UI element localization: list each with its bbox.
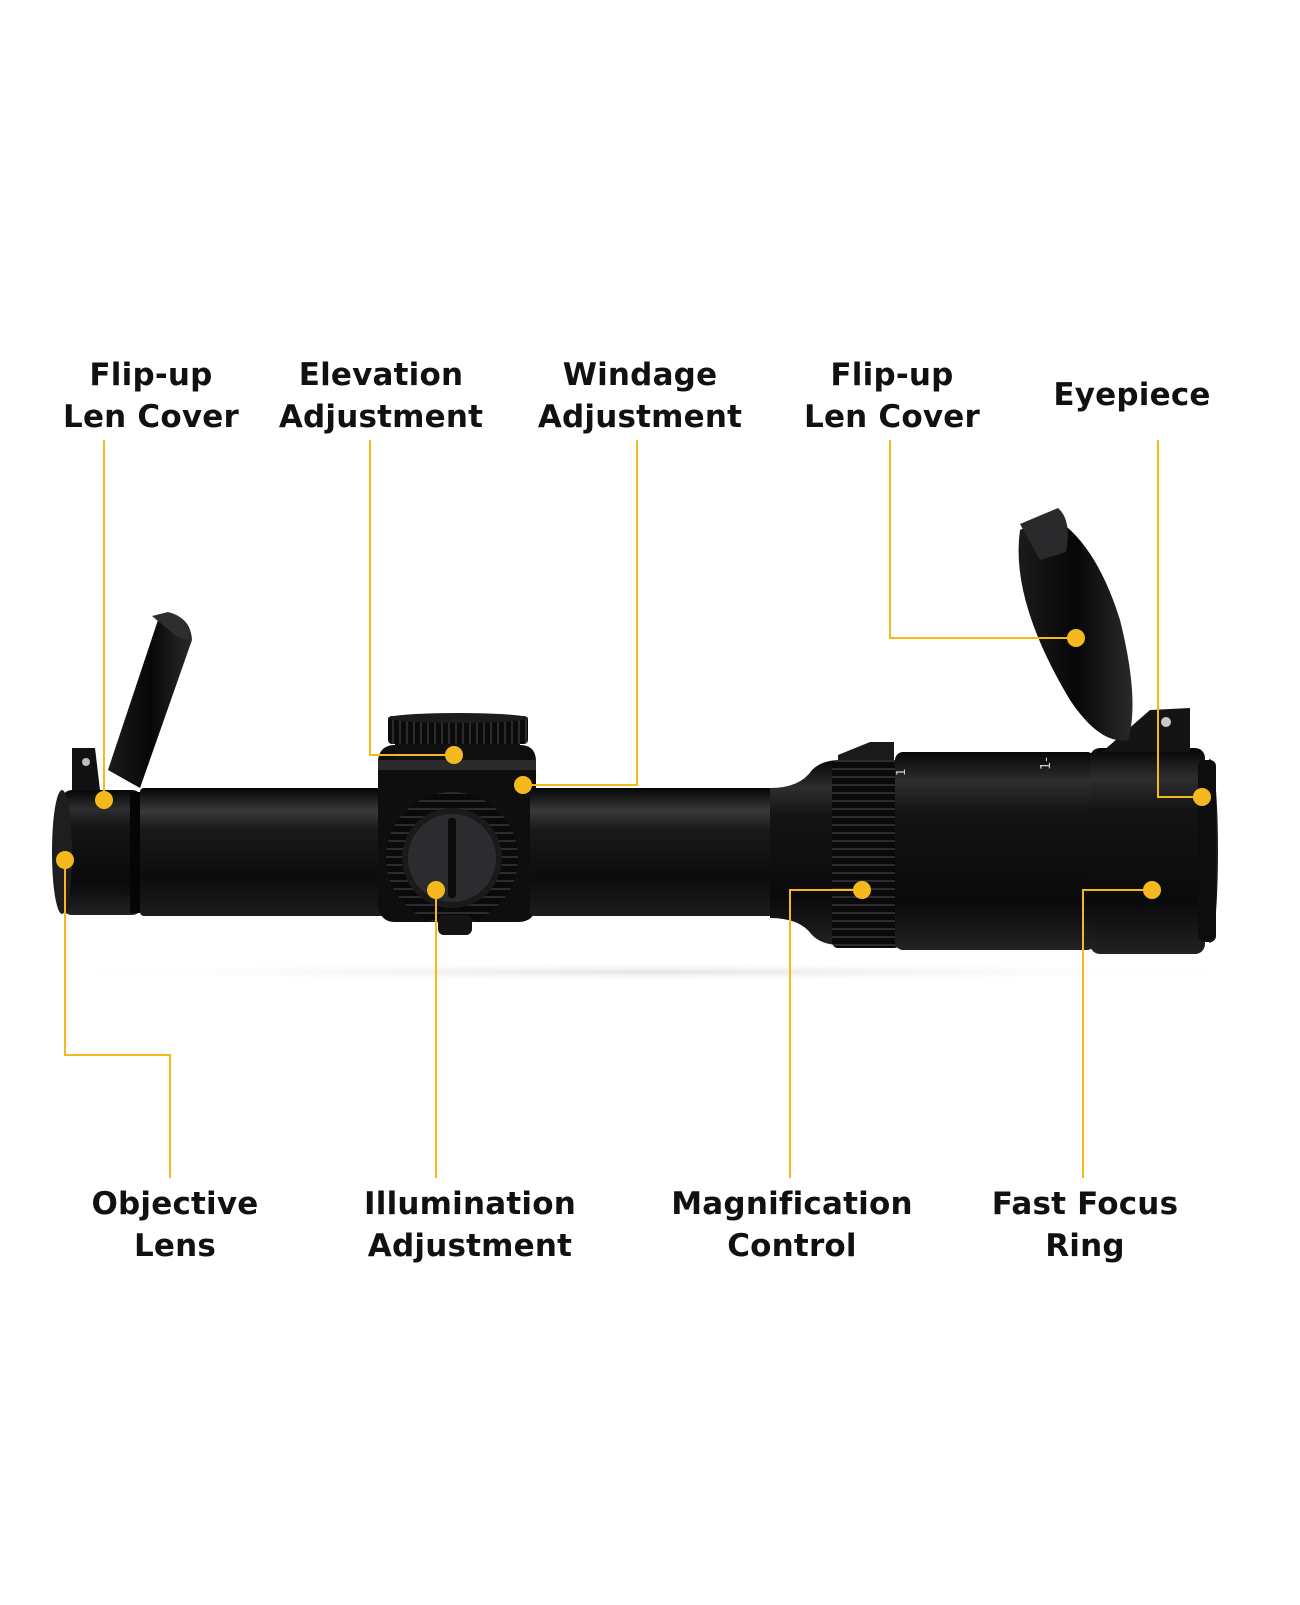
label-eyepiece: Eyepiece — [1053, 377, 1211, 413]
dot-flip-up-rear — [1067, 629, 1085, 647]
main-tube-front — [140, 788, 390, 916]
label-windage-adjustment: Windage Adjustment — [537, 357, 743, 435]
dot-fast-focus — [1143, 881, 1161, 899]
leader-elevation — [369, 440, 454, 756]
leader-objective — [64, 860, 171, 1178]
front-flip-cover — [72, 612, 192, 790]
leader-fast-focus — [1082, 889, 1152, 1178]
label-flip-up-rear: Flip-up Len Cover — [803, 357, 981, 435]
floor-shadow — [10, 962, 1290, 982]
leader-eyepiece — [1157, 440, 1202, 798]
dot-windage — [514, 776, 532, 794]
eyepiece-flare — [770, 760, 840, 945]
label-objective-lens: Objective Lens — [91, 1186, 259, 1264]
label-magnification-control: Magnification Control — [671, 1186, 913, 1264]
magnification-ring — [832, 760, 900, 948]
mag-marking-1: 1 — [894, 768, 908, 776]
dot-illumination — [427, 881, 445, 899]
dot-elevation — [445, 746, 463, 764]
leader-flip-up-rear — [889, 440, 1076, 639]
dot-magnification — [853, 881, 871, 899]
dot-objective — [56, 851, 74, 869]
illumination-knob — [386, 792, 518, 935]
main-tube-rear — [530, 788, 790, 916]
label-fast-focus-ring: Fast Focus Ring — [991, 1186, 1179, 1264]
label-illumination-adjustment: Illumination Adjustment — [364, 1186, 576, 1264]
mag-marking-dash: 1- — [1039, 757, 1054, 770]
leader-windage — [523, 440, 638, 786]
dot-flip-up-front — [95, 791, 113, 809]
objective-bell — [52, 790, 142, 915]
rear-flip-cover — [1018, 508, 1190, 752]
label-flip-up-front: Flip-up Len Cover — [62, 357, 240, 435]
dot-eyepiece — [1193, 788, 1211, 806]
leader-magnification — [789, 889, 862, 1178]
eyepiece-body — [895, 752, 1095, 950]
label-elevation-adjustment: Elevation Adjustment — [278, 357, 484, 435]
